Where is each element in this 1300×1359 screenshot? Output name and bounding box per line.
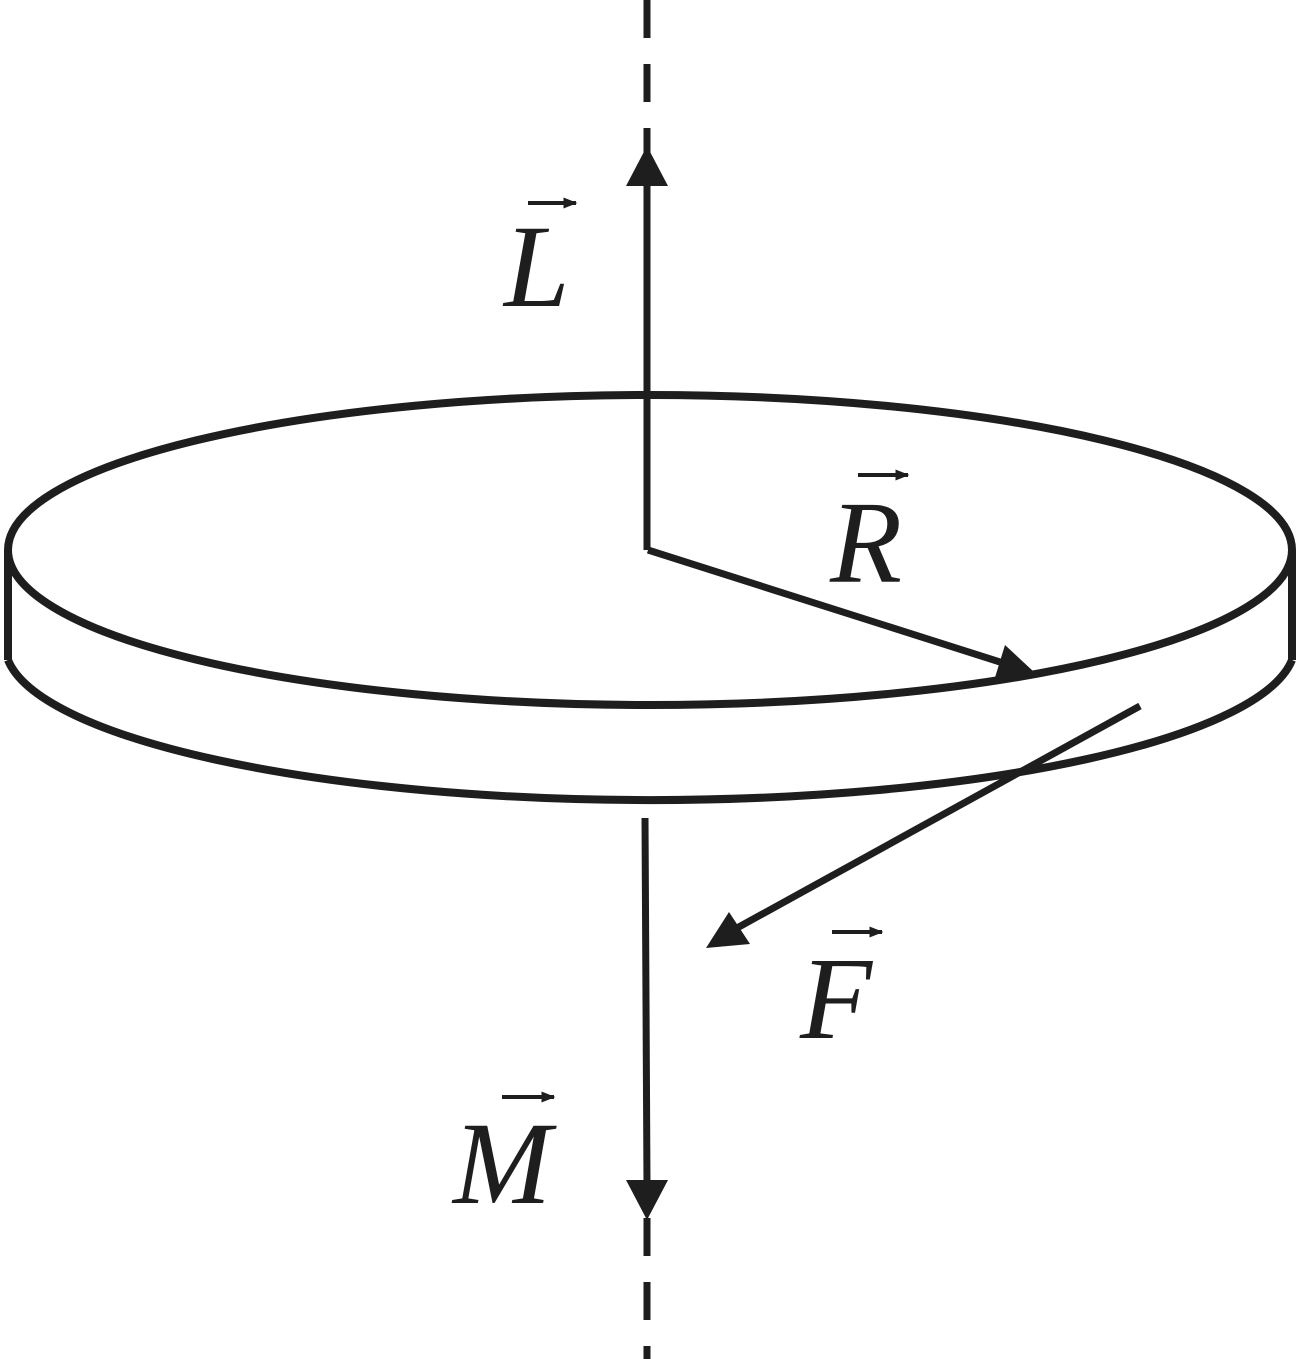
vector-f-shaft — [735, 702, 1142, 932]
vector-m — [626, 817, 668, 1220]
label-l-text: L — [502, 201, 570, 332]
label-m-text: M — [451, 1098, 557, 1229]
vector-r-arrowhead — [993, 645, 1034, 684]
vector-f-arrowhead — [706, 912, 750, 948]
vector-l — [626, 146, 668, 550]
label-r: R — [829, 469, 910, 608]
label-m: M — [451, 1091, 557, 1229]
vector-m-arrowhead — [626, 1180, 668, 1220]
vector-f — [706, 702, 1142, 948]
vector-r — [646, 546, 1034, 684]
disc-bottom-rim — [4, 658, 1296, 805]
label-l: L — [502, 197, 578, 332]
vector-r-shaft — [646, 546, 1002, 666]
label-r-text: R — [829, 477, 902, 608]
label-f: F — [799, 926, 884, 1064]
vector-m-shaft — [641, 817, 651, 1186]
vector-l-arrowhead — [626, 146, 668, 186]
label-f-text: F — [799, 933, 874, 1064]
